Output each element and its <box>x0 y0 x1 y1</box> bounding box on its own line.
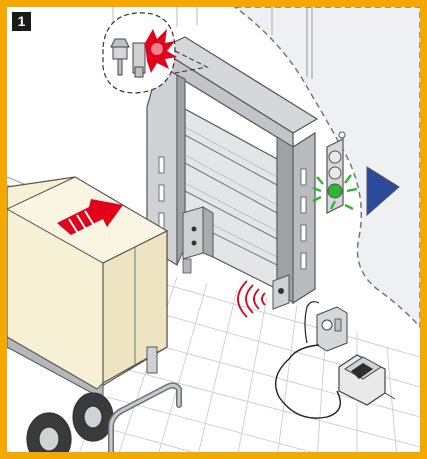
control-box-icon <box>183 207 213 273</box>
loading-dock-scene <box>7 7 420 459</box>
step-number-badge: 1 <box>12 12 31 31</box>
